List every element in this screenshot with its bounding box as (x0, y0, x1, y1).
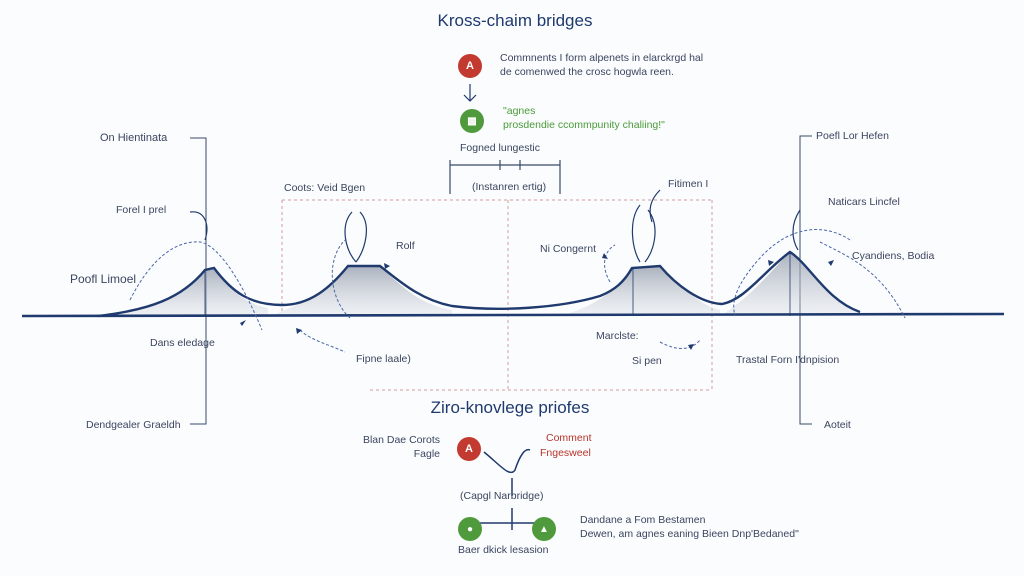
label-fipne: Fipne laale) (356, 353, 411, 365)
node-a-icon: A (458, 54, 482, 78)
hill-fills (100, 252, 860, 316)
annotation-curves (129, 229, 906, 353)
label-dandane-1: Dandane a Fom Bestamen (580, 514, 706, 526)
label-aoteit: Aoteit (824, 419, 851, 431)
label-fngesweel: Fngesweel (540, 447, 591, 459)
label-dendgealer: Dendgealer Graeldh (86, 419, 181, 431)
dashed-frame (281, 199, 713, 391)
label-poefl: Poefl Lor Hefen (816, 130, 889, 142)
guide-lines (190, 135, 812, 425)
label-rolf: Rolf (396, 240, 415, 252)
main-curve (97, 250, 861, 318)
label-dandane-2: Dewen, am agnes eaning Bieen Dnp'Bedaned… (580, 528, 799, 540)
label-baer: Baer dkick lesasion (458, 544, 549, 556)
label-marclste: Marclste: (596, 330, 639, 342)
top-note-1: Commnents I form alpenets in elarckrgd h… (500, 52, 704, 64)
label-comment: Comment (546, 432, 592, 444)
fogned-label: Fogned lungestic (460, 142, 540, 154)
label-dans: Dans eledage (150, 337, 215, 349)
node-icon-left: ● (458, 517, 482, 541)
label-sipen: Si pen (632, 355, 662, 367)
label-cyandiens: Cyandiens, Bodia (852, 250, 935, 262)
label-fitimen: Fitimen I (668, 178, 709, 190)
label-capgl: (Capgl Narbridge) (460, 490, 544, 502)
lock-icon: ▩ (460, 109, 484, 133)
label-blan-2: Fagle (413, 448, 440, 460)
label-forel: Forel I prel (116, 204, 167, 216)
green-note-1: "agnes (503, 105, 536, 117)
node-a-icon-bottom: A (457, 437, 481, 461)
label-on-hientinata: On Hientinata (100, 132, 168, 144)
green-note-2: prosdendie ccommpunity chaliing!" (503, 119, 665, 131)
top-title: Kross-chaim bridges (437, 11, 593, 30)
top-note-2: de comenwed the crosc hogwla reen. (500, 66, 674, 78)
label-naticars: Naticars Lincfel (828, 196, 900, 208)
node-icon-right: ▲ (532, 517, 556, 541)
label-poofl-limoel: Poofl Limoel (70, 272, 137, 286)
label-coots: Coots: Veid Bgen (284, 182, 366, 194)
loop-curves (189, 84, 801, 263)
baseline (21, 312, 1005, 318)
label-ni-congernt: Ni Congernt (540, 243, 597, 255)
label-blan-1: Blan Dae Corots (362, 434, 440, 446)
instar-label: (Instanren ertig) (472, 181, 547, 193)
label-trastal: Trastal Forn I'dnpision (736, 354, 840, 366)
bottom-title: Ziro-knovlege priofes (430, 398, 590, 417)
